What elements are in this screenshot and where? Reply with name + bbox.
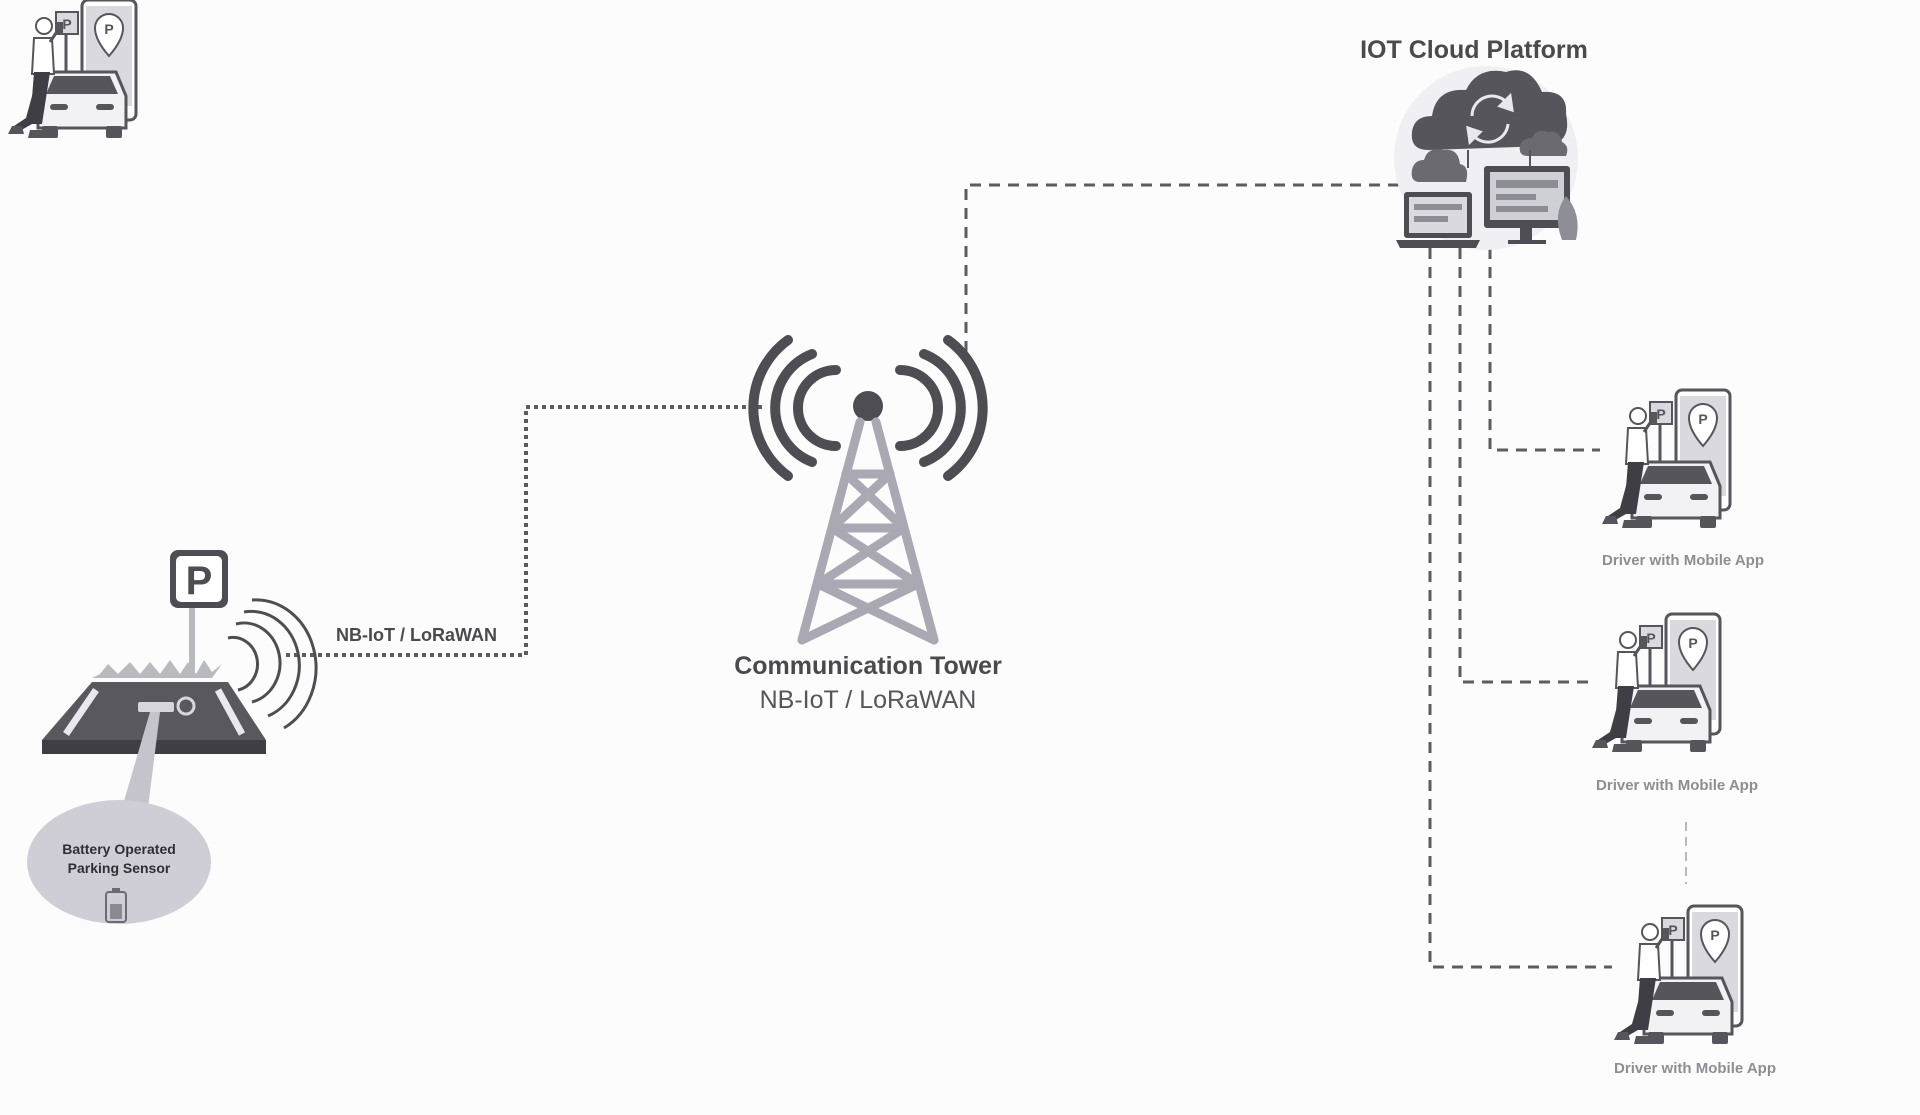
driver-3-graphic — [1612, 904, 1744, 1046]
monitor-icon — [1484, 166, 1570, 244]
grass-strip — [92, 660, 222, 678]
sensor-label-line-2: Parking Sensor — [67, 860, 171, 876]
sync-icon — [1466, 92, 1514, 146]
parking-sign-letter: P — [186, 559, 213, 603]
connection-lines — [286, 183, 1687, 969]
communication-tower — [748, 335, 988, 645]
driver-2-graphic — [1590, 612, 1722, 754]
cloud-to-driver-1-link — [1488, 248, 1600, 452]
signal-waves-right-icon — [895, 335, 988, 481]
sensor-signal-icon — [227, 598, 318, 730]
tower-subtitle: NB-IoT / LoRaWAN — [759, 686, 977, 714]
sensor-puck — [138, 702, 174, 712]
sensor-to-tower-link — [286, 405, 762, 657]
cloud-to-driver-3-link — [1428, 248, 1612, 969]
cloud-icon — [1411, 70, 1568, 150]
small-cloud-icon — [1411, 149, 1468, 182]
driver-2-label: Driver with Mobile App — [1596, 777, 1758, 794]
sensor-callout-bubble — [27, 800, 211, 924]
sensor-link-label: NB-IoT / LoRaWAN — [336, 625, 497, 645]
driver-3-label: Driver with Mobile App — [1614, 1060, 1776, 1077]
signal-waves-left-icon — [748, 335, 841, 481]
iot-cloud-platform — [1394, 66, 1578, 250]
plant-icon — [1557, 196, 1578, 240]
svg-text:P: P — [104, 21, 113, 37]
small-cloud-right-icon — [1519, 130, 1568, 156]
tower-title: Communication Tower — [734, 652, 1002, 680]
driver-with-mobile-app-graphic: P P — [8, 0, 138, 138]
svg-text:P: P — [62, 16, 71, 32]
laptop-icon — [1396, 192, 1480, 248]
tower-to-cloud-link — [964, 183, 1400, 352]
driver-1-label: Driver with Mobile App — [1602, 552, 1764, 569]
tower-lattice — [797, 417, 939, 645]
cloud-platform-title: IOT Cloud Platform — [1360, 36, 1588, 64]
parking-sensor-scene: P — [27, 550, 318, 924]
callout-pointer — [122, 712, 160, 808]
cloud-to-driver-2-link — [1458, 248, 1590, 684]
sensor-callout-text: Battery Operated Parking Sensor — [62, 840, 176, 878]
tower-antenna-tip — [853, 391, 883, 421]
sensor-label-line-1: Battery Operated — [62, 841, 176, 857]
driver-1-graphic — [1600, 388, 1732, 530]
